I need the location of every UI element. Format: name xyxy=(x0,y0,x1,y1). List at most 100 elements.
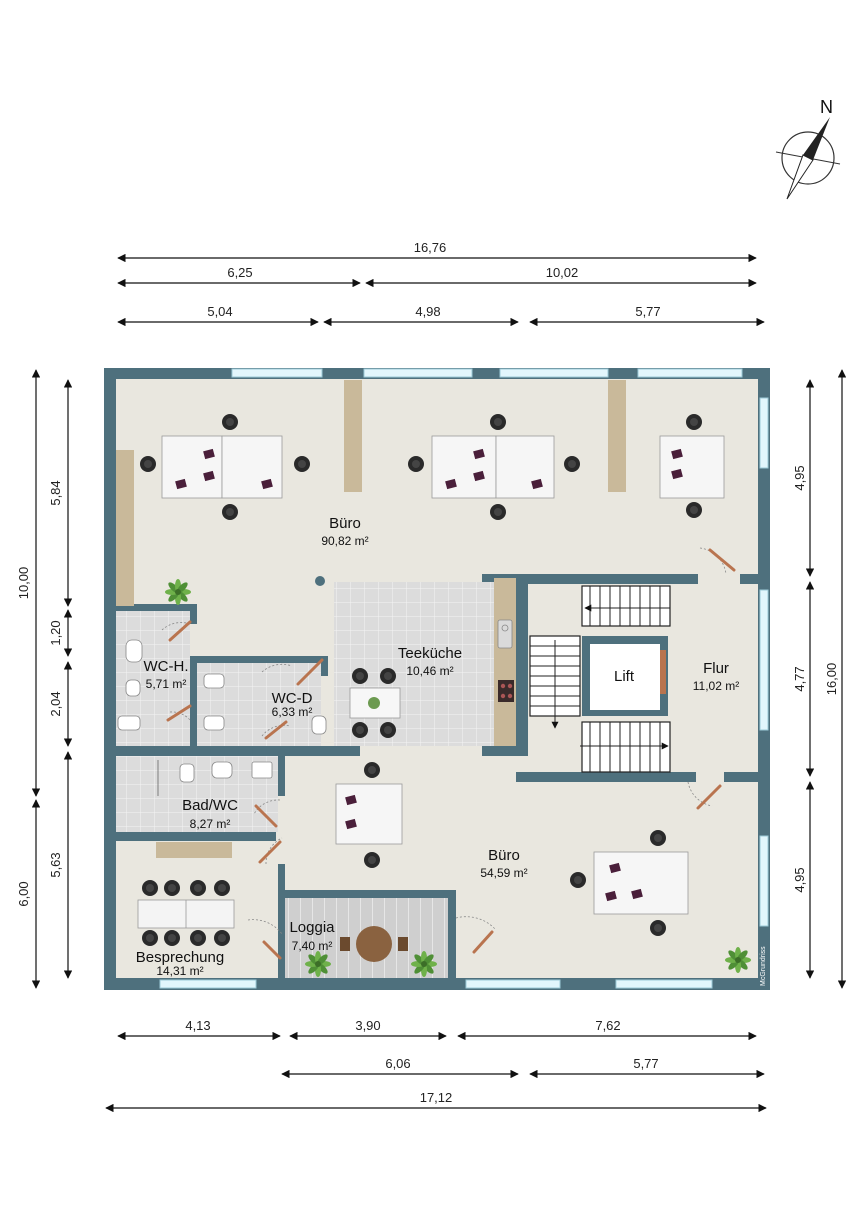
chair-icon xyxy=(352,668,368,684)
stove-icon xyxy=(498,680,514,702)
dim-left-seg-1: 5,84 xyxy=(48,480,63,505)
room-flur-area: 11,02 m² xyxy=(693,679,739,693)
dim-left-seg-3: 2,04 xyxy=(48,691,63,716)
room-wc-d-name: WC-D xyxy=(272,690,313,707)
room-wc-h-name: WC-H. xyxy=(144,658,189,675)
room-lift-name: Lift xyxy=(614,668,635,685)
compass-rose-icon: N xyxy=(775,97,841,200)
chair-icon xyxy=(214,930,230,946)
dimension-labels: 16,76 6,25 10,02 5,04 4,98 5,77 10,00 6,… xyxy=(16,240,839,1105)
dim-top-seg-2: 4,98 xyxy=(415,304,440,319)
sink-icon xyxy=(497,619,513,649)
laptop-icon xyxy=(609,862,621,874)
chair-icon xyxy=(140,456,156,472)
laptop-icon xyxy=(261,478,273,490)
room-bad-wc-area: 8,27 m² xyxy=(190,817,231,831)
chair-icon xyxy=(190,930,206,946)
kitchen-counter xyxy=(494,578,516,746)
chair-icon xyxy=(650,830,666,846)
bad-wc-floor xyxy=(116,756,278,832)
room-besprechung-area: 14,31 m² xyxy=(156,964,203,978)
laptop-icon xyxy=(473,470,485,482)
chair-icon xyxy=(564,456,580,472)
windows-top xyxy=(231,368,743,378)
dim-top-seg-3: 5,77 xyxy=(635,304,660,319)
plant-icon xyxy=(305,951,331,977)
dim-top-right: 10,02 xyxy=(546,265,579,280)
laptop-icon xyxy=(473,448,485,460)
chair-icon xyxy=(142,880,158,896)
watermark: McGrundriss xyxy=(760,946,767,986)
meeting-table xyxy=(137,899,235,929)
chair-icon xyxy=(352,722,368,738)
kitchen-table xyxy=(349,687,401,719)
desk xyxy=(161,435,223,499)
lift-shaft xyxy=(582,636,668,716)
dimension-lines xyxy=(31,253,847,1113)
room-teekueche-name: Teeküche xyxy=(398,645,462,662)
dim-top-left: 6,25 xyxy=(227,265,252,280)
chair-icon xyxy=(222,414,238,430)
chair-icon xyxy=(164,930,180,946)
dim-bottom-seg-1: 4,13 xyxy=(185,1018,210,1033)
desk xyxy=(593,851,689,915)
teekueche-floor xyxy=(334,582,494,746)
doors xyxy=(161,547,727,935)
laptop-icon xyxy=(345,794,357,806)
laptop-icon xyxy=(445,478,457,490)
chair-icon xyxy=(686,414,702,430)
chair-icon xyxy=(490,504,506,520)
plants xyxy=(165,579,751,977)
room-bad-wc-name: Bad/WC xyxy=(182,797,238,814)
loggia-table xyxy=(340,926,408,962)
chair-icon xyxy=(222,504,238,520)
laptop-icon xyxy=(671,448,683,460)
dim-bottom-seg-3: 7,62 xyxy=(595,1018,620,1033)
dim-right-total: 16,00 xyxy=(824,663,839,696)
chair-icon xyxy=(408,456,424,472)
dim-top-total: 16,76 xyxy=(414,240,447,255)
plant-icon xyxy=(411,951,437,977)
chair-icon xyxy=(142,930,158,946)
desk xyxy=(431,435,497,499)
laptop-icon xyxy=(671,468,683,480)
chair-icon xyxy=(490,414,506,430)
chair-icon xyxy=(570,872,586,888)
dim-right-seg-1: 4,95 xyxy=(792,465,807,490)
room-loggia-area: 7,40 m² xyxy=(292,939,333,953)
chair-icon xyxy=(294,456,310,472)
chair-icon xyxy=(214,880,230,896)
desk xyxy=(495,435,555,499)
room-labels: Büro 90,82 m² Teeküche 10,46 m² Lift Flu… xyxy=(136,515,739,978)
laptop-icon xyxy=(175,478,187,490)
room-buero-top-name: Büro xyxy=(329,515,361,532)
room-buero-bottom-name: Büro xyxy=(488,847,520,864)
laptop-icon xyxy=(531,478,543,490)
room-flur-name: Flur xyxy=(703,660,729,677)
dim-bottom-mid-1: 6,06 xyxy=(385,1056,410,1071)
dim-right-seg-3: 4,95 xyxy=(792,867,807,892)
stair-treads xyxy=(530,586,671,772)
dim-bottom-seg-2: 3,90 xyxy=(355,1018,380,1033)
room-besprechung-name: Besprechung xyxy=(136,949,224,966)
sanitary-fixtures xyxy=(117,639,327,796)
desk xyxy=(659,435,725,499)
dim-left-total-upper: 10,00 xyxy=(16,567,31,600)
laptop-icon xyxy=(203,448,215,460)
chair-icon xyxy=(364,852,380,868)
chair-icon xyxy=(164,880,180,896)
column-marker xyxy=(315,576,325,586)
dim-left-seg-4: 5,63 xyxy=(48,852,63,877)
laptop-icon xyxy=(631,888,643,900)
dim-right-seg-2: 4,77 xyxy=(792,666,807,691)
chair-icon xyxy=(650,920,666,936)
chair-icon xyxy=(190,880,206,896)
laptop-icon xyxy=(605,890,617,902)
dim-left-seg-2: 1,20 xyxy=(48,620,63,645)
chair-icon xyxy=(686,502,702,518)
room-buero-bottom-area: 54,59 m² xyxy=(480,866,527,880)
chair-icon xyxy=(380,722,396,738)
room-wc-d-area: 6,33 m² xyxy=(272,705,313,719)
dim-bottom-mid-2: 5,77 xyxy=(633,1056,658,1071)
